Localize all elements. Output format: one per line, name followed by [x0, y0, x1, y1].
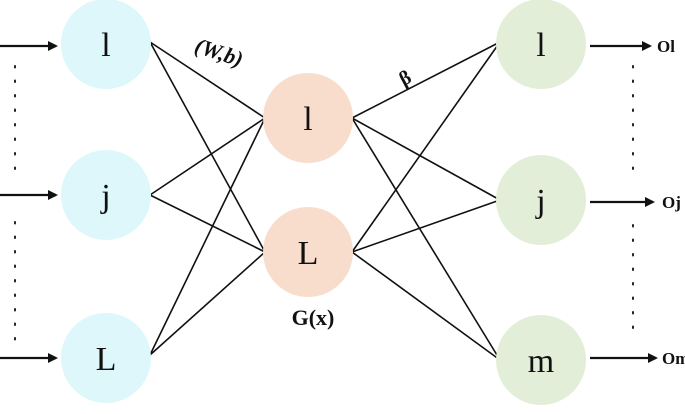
- input-hidden-weight-label: (W,b): [192, 33, 246, 72]
- edge-hid2-out3: [351, 251, 501, 361]
- input-node-3-circle: [61, 313, 151, 403]
- edge-hid1-out1: [351, 41, 501, 119]
- output-node-2-circle: [496, 155, 586, 245]
- edge-in3-hid1: [149, 117, 266, 356]
- input-node-1: l: [61, 0, 151, 89]
- edge-in1-hid1: [149, 41, 266, 119]
- hidden-node-1: l: [263, 73, 353, 163]
- input-node-1-label: l: [101, 27, 110, 64]
- output-node-1-label: l: [536, 27, 545, 64]
- edge-in1-hid2: [149, 41, 266, 253]
- input-layer: l j L: [61, 0, 151, 403]
- output-node-2-label: j: [535, 183, 545, 220]
- hidden-node-2-label: L: [298, 235, 319, 272]
- hidden-node-2: L: [263, 207, 353, 297]
- edge-in2-hid2: [149, 194, 266, 253]
- edge-hid1-out3: [351, 117, 501, 361]
- input-node-2-circle: [61, 150, 151, 240]
- output-node-1-circle: [496, 0, 586, 89]
- output-node-3-label: m: [528, 343, 554, 380]
- input-hidden-connections: [149, 41, 266, 356]
- input-node-2-label: j: [100, 178, 110, 215]
- output-node-3-circle: [496, 315, 586, 405]
- output-layer: l j m: [496, 0, 586, 405]
- hidden-layer: l L: [263, 73, 353, 297]
- output-label-1: Ol: [657, 37, 675, 56]
- edge-hid1-out2: [351, 117, 501, 201]
- output-node-1: l: [496, 0, 586, 89]
- hidden-function-label: G(x): [292, 305, 335, 330]
- edge-in2-hid1: [149, 117, 266, 196]
- hidden-node-1-label: l: [303, 101, 312, 138]
- hidden-output-weight-label: β: [396, 66, 416, 90]
- hidden-node-1-circle: [263, 73, 353, 163]
- output-node-2: j: [496, 155, 586, 245]
- output-label-2: Oj: [662, 193, 681, 212]
- input-arrows: [0, 41, 58, 363]
- hidden-output-connections: [351, 41, 501, 361]
- input-node-1-circle: [61, 0, 151, 89]
- edge-hid2-out1: [351, 41, 501, 253]
- input-node-2: j: [61, 150, 151, 240]
- output-arrows: [590, 41, 658, 363]
- output-node-3: m: [496, 315, 586, 405]
- input-node-3: L: [61, 313, 151, 403]
- input-node-3-label: L: [96, 341, 117, 378]
- edge-hid2-out2: [351, 199, 501, 253]
- edge-in3-hid2: [149, 251, 266, 356]
- hidden-node-2-circle: [263, 207, 353, 297]
- output-label-3: Om: [662, 349, 685, 368]
